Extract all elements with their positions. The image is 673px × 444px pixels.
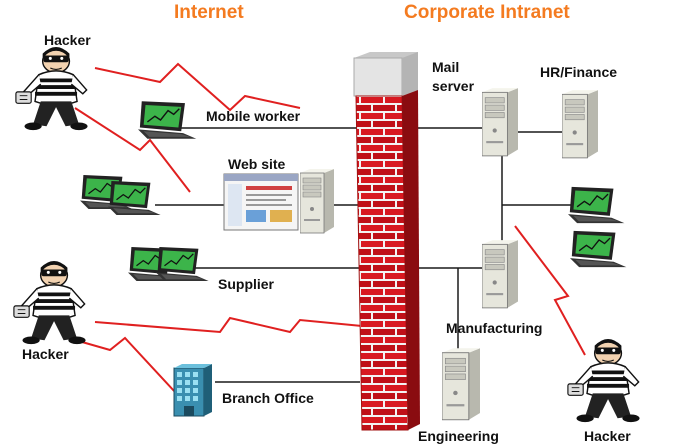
mobile-worker-label: Mobile worker bbox=[206, 108, 301, 124]
attack-path-top-left-2 bbox=[74, 107, 191, 193]
mail-server-label: Mail server bbox=[432, 59, 475, 94]
mobile-worker-laptop-icon bbox=[138, 100, 197, 140]
hacker-bottom-left-icon bbox=[12, 260, 88, 346]
supplier-label: Supplier bbox=[218, 276, 275, 292]
hacker-right-label: Hacker bbox=[584, 428, 631, 444]
attack-path-branch bbox=[74, 336, 176, 393]
manufacturing-server-icon bbox=[482, 239, 518, 309]
attack-path-top-left bbox=[94, 62, 301, 112]
attack-path-right bbox=[514, 225, 586, 356]
corporate-intranet-header: Corporate Intranet bbox=[404, 2, 570, 23]
engineering-label: Engineering bbox=[418, 428, 499, 444]
manufacturing-label: Manufacturing bbox=[446, 320, 543, 336]
hr-finance-server-icon bbox=[562, 89, 598, 159]
intranet-laptop-icon bbox=[568, 186, 626, 224]
laptop-icon bbox=[108, 180, 162, 216]
hacker-top-left-label: Hacker bbox=[44, 32, 91, 48]
web-page-icon bbox=[223, 173, 299, 231]
hacker-top-left-icon bbox=[14, 46, 90, 132]
hacker-right-icon bbox=[566, 338, 642, 424]
firewall-icon bbox=[353, 52, 420, 431]
branch-office-building-icon bbox=[173, 363, 213, 417]
branch-office-label: Branch Office bbox=[222, 390, 314, 406]
attack-paths bbox=[74, 62, 586, 393]
web-server-icon bbox=[300, 168, 334, 234]
web-site-label: Web site bbox=[228, 156, 286, 172]
internet-header: Internet bbox=[174, 2, 244, 23]
engineering-server-icon bbox=[442, 347, 480, 421]
hacker-bottom-left-label: Hacker bbox=[22, 346, 69, 362]
intranet-laptop-icon bbox=[570, 230, 628, 268]
hr-finance-label: HR/Finance bbox=[540, 64, 618, 80]
attack-path-bottom-left bbox=[94, 316, 363, 334]
mail-server-icon bbox=[482, 87, 518, 157]
supplier-laptop-icon bbox=[156, 246, 210, 282]
